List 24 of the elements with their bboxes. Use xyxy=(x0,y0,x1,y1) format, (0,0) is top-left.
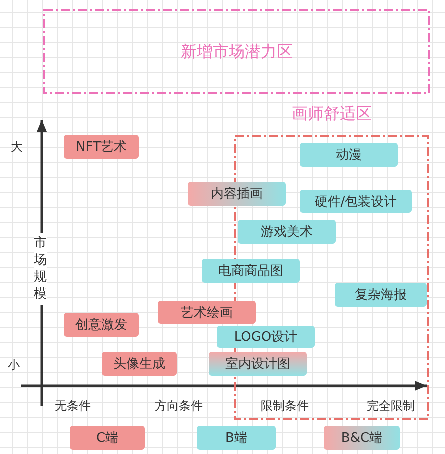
category-tag: B&C端 xyxy=(324,426,400,450)
axis-end-label: 大 xyxy=(11,139,23,156)
category-tag: 头像生成 xyxy=(102,352,177,376)
category-tag: B端 xyxy=(197,426,276,450)
category-tag: 内容插画 xyxy=(188,182,286,206)
category-tag: C端 xyxy=(70,426,145,450)
axis-end-label: 小 xyxy=(8,357,20,374)
axis-tick-label: 完全限制 xyxy=(367,398,415,415)
axis-title: 市场规模 xyxy=(34,233,47,305)
category-tag: 复杂海报 xyxy=(335,283,427,307)
category-tag: 艺术绘画 xyxy=(158,301,256,324)
axis-tick-label: 方向条件 xyxy=(155,398,203,415)
axis-tick-label: 限制条件 xyxy=(261,398,309,415)
category-tag: 游戏美术 xyxy=(238,220,336,244)
category-tag: NFT艺术 xyxy=(64,135,139,159)
category-tag: 电商商品图 xyxy=(202,259,300,283)
category-tag: 动漫 xyxy=(300,143,398,167)
category-tag: 室内设计图 xyxy=(209,352,307,376)
zone-heading: 画师舒适区 xyxy=(291,104,373,124)
dashed-zone: 新增市场潜力区 xyxy=(43,9,431,95)
category-tag: LOGO设计 xyxy=(217,326,315,348)
category-tag: 硬件/包装设计 xyxy=(300,190,412,213)
category-tag: 创意激发 xyxy=(64,313,139,337)
axis-tick-label: 无条件 xyxy=(55,398,91,415)
